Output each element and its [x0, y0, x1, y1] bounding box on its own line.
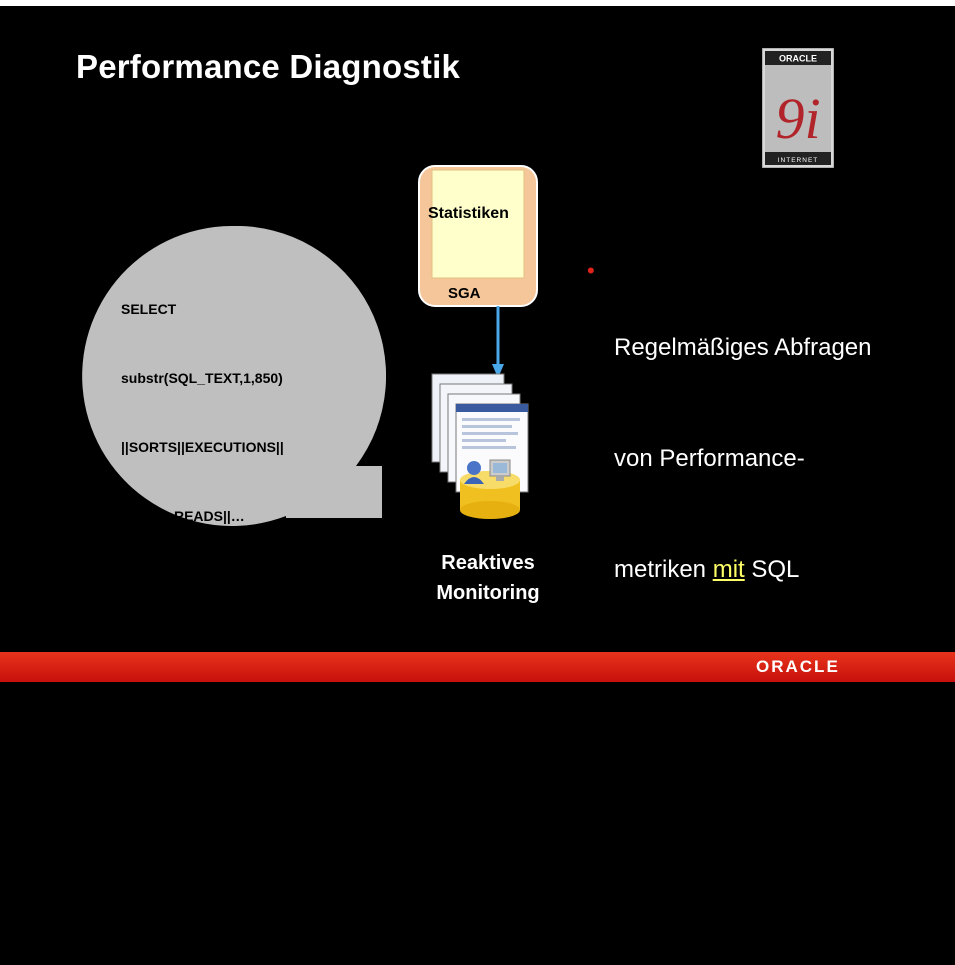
- badge-brand: ORACLE: [779, 54, 817, 64]
- badge-version: 9i: [775, 86, 820, 151]
- statistiken-label: Statistiken: [428, 205, 509, 222]
- footer-bar: [0, 652, 955, 682]
- sql-line: ||SORTS||EXECUTIONS||: [121, 439, 284, 455]
- sga-label: SGA: [448, 285, 481, 302]
- caption-reaktives-monitoring: Reaktives Monitoring: [418, 548, 558, 608]
- top-border: [0, 0, 955, 6]
- sql-line: substr(SQL_TEXT,1,850): [121, 370, 283, 386]
- slide-title: Performance Diagnostik: [76, 48, 461, 85]
- sql-query: SELECT substr(SQL_TEXT,1,850) ||SORTS||E…: [121, 252, 297, 965]
- sga-box: [418, 165, 538, 307]
- sql-line: DESC: [121, 922, 211, 938]
- bullet-line-3: metriken mit SQL: [614, 551, 871, 588]
- sql-callout-shape: [82, 226, 386, 526]
- bullet-line-3-prefix: metriken: [614, 556, 713, 583]
- sql-line: FROM v$sqlarea: [121, 577, 231, 593]
- sql-line: ORDER BY: [121, 784, 195, 800]
- caption-line: Monitoring: [436, 582, 540, 604]
- caption-line: Reaktives: [441, 552, 535, 574]
- bullet-line-3-suffix: SQL: [744, 556, 800, 583]
- bullet-dot-icon: •: [587, 258, 595, 283]
- monitoring-reports-icon: [431, 373, 529, 519]
- oracle-9i-logo: ORACLE 9i INTERNET: [762, 48, 834, 168]
- sql-line: || DISK_READS||…: [121, 508, 245, 524]
- badge-tagline: INTERNET: [778, 157, 819, 164]
- down-arrow-icon: [492, 306, 504, 378]
- bullet-line-2: von Performance-: [614, 445, 805, 472]
- bullet-text: Regelmäßiges Abfragen von Performance- m…: [614, 255, 871, 625]
- mit-hyperlink[interactable]: mit: [712, 556, 745, 583]
- sql-line: AND nvl(executions,0)>0: [121, 715, 286, 731]
- sql-line: disk_reads/executions: [121, 853, 295, 869]
- bullet-line-1: Regelmäßiges Abfragen: [614, 334, 872, 361]
- sql-line: SELECT: [121, 301, 177, 317]
- footer-oracle-logo: ORACLE: [756, 657, 840, 676]
